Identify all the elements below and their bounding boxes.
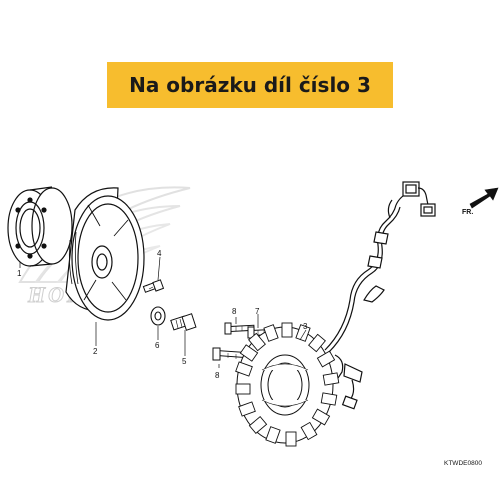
- callout-6: 6: [155, 341, 160, 350]
- part-bolt-small: [142, 279, 165, 293]
- part-flywheel-rotor: [65, 187, 145, 321]
- drawing-code: KTWDE0800: [444, 460, 482, 467]
- part-number-banner-text: Na obrázku díl číslo 3: [129, 73, 371, 97]
- callout-4: 4: [157, 249, 162, 258]
- callout-2: 2: [93, 347, 98, 356]
- front-direction-label: FR.: [462, 209, 473, 216]
- callout-7: 7: [255, 307, 260, 316]
- part-flange-bolt: [170, 313, 197, 331]
- part-washer: [150, 306, 166, 326]
- part-number-banner: Na obrázku díl číslo 3: [107, 62, 393, 108]
- callout-leader-lines: [19, 256, 307, 368]
- callout-5: 5: [182, 357, 187, 366]
- part-wiring-harness: [324, 181, 436, 410]
- callout-8-lower: 8: [215, 371, 220, 380]
- callout-8-upper: 8: [232, 307, 237, 316]
- part-starter-clutch: [7, 186, 73, 267]
- callout-3: 3: [303, 322, 308, 331]
- front-direction-arrow: [469, 187, 499, 209]
- stator-teeth: [235, 322, 340, 447]
- part-stator-coil: [235, 322, 340, 447]
- callout-1: 1: [17, 269, 22, 278]
